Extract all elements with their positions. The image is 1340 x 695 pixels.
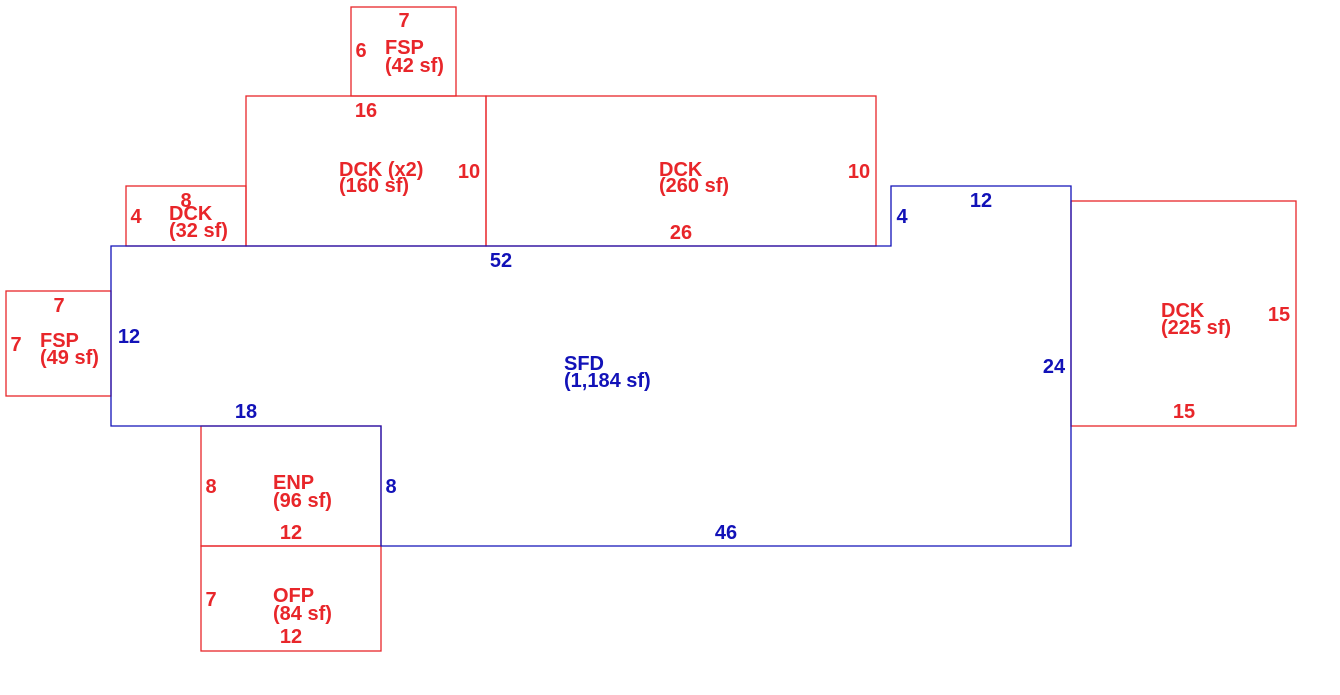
dck-260-area-label: (260 sf) bbox=[659, 175, 729, 197]
fsp-left-height: 7 bbox=[10, 334, 21, 356]
enp-area-label: (96 sf) bbox=[273, 490, 332, 512]
dck-x2-height: 10 bbox=[458, 161, 480, 183]
sfd-bottom-dim: 46 bbox=[715, 522, 737, 544]
fsp-top-height: 6 bbox=[355, 40, 366, 62]
dck-32-area: 8 4 DCK (32 sf) bbox=[125, 185, 247, 247]
dck-x2-width: 16 bbox=[355, 100, 377, 122]
ofp-area: 7 12 OFP (84 sf) bbox=[200, 545, 382, 652]
sfd-outline bbox=[110, 185, 1072, 547]
ofp-width: 12 bbox=[280, 626, 302, 648]
enp-width: 12 bbox=[280, 522, 302, 544]
sfd-notch-top-dim: 12 bbox=[970, 190, 992, 212]
sfd-area-label: (1,184 sf) bbox=[564, 370, 651, 392]
fsp-left-area: 7 7 FSP (49 sf) bbox=[5, 290, 112, 397]
ofp-height: 7 bbox=[205, 589, 216, 611]
fsp-left-code: FSP bbox=[40, 330, 79, 352]
sfd-step-side-dim: 8 bbox=[385, 476, 396, 498]
dck-225-area-label: (225 sf) bbox=[1161, 317, 1231, 339]
dck-225-area: 15 15 DCK (225 sf) bbox=[1070, 200, 1297, 427]
sfd-left-dim: 12 bbox=[118, 326, 140, 348]
sfd-code: SFD bbox=[564, 353, 604, 375]
sfd-top-dim: 52 bbox=[490, 250, 512, 272]
fsp-top-width: 7 bbox=[398, 10, 409, 32]
dck-260-area: 10 26 DCK (260 sf) bbox=[485, 95, 877, 247]
fsp-top-area: 7 6 FSP (42 sf) bbox=[350, 6, 457, 97]
ofp-outline bbox=[200, 545, 382, 652]
dck-225-width: 15 bbox=[1173, 401, 1195, 423]
dck-x2-area-label: (160 sf) bbox=[339, 175, 409, 197]
sfd-main-area: 52 12 18 8 46 24 4 12 SFD (1,184 sf) bbox=[110, 185, 1072, 547]
fsp-left-width: 7 bbox=[53, 295, 64, 317]
dck-260-width: 26 bbox=[670, 222, 692, 244]
dck-32-area-label: (32 sf) bbox=[169, 220, 228, 242]
dck-32-width: 8 bbox=[180, 190, 191, 212]
sfd-notch-side-dim: 4 bbox=[896, 206, 908, 228]
sfd-step-bottom-dim: 18 bbox=[235, 401, 257, 423]
dck-x2-code: DCK (x2) bbox=[339, 159, 423, 181]
dck-32-height: 4 bbox=[130, 206, 142, 228]
fsp-left-area-label: (49 sf) bbox=[40, 347, 99, 369]
dck-225-code: DCK bbox=[1161, 300, 1205, 322]
fsp-top-area-label: (42 sf) bbox=[385, 55, 444, 77]
dck-32-code: DCK bbox=[169, 203, 213, 225]
ofp-code: OFP bbox=[273, 585, 314, 607]
dck-260-code: DCK bbox=[659, 159, 703, 181]
dck-225-height: 15 bbox=[1268, 304, 1290, 326]
enp-code: ENP bbox=[273, 472, 314, 494]
dck-x2-area: 16 10 DCK (x2) (160 sf) bbox=[245, 95, 487, 247]
fsp-top-code: FSP bbox=[385, 37, 424, 59]
sfd-right-dim: 24 bbox=[1043, 356, 1066, 378]
dck-260-height: 10 bbox=[848, 161, 870, 183]
ofp-area-label: (84 sf) bbox=[273, 603, 332, 625]
enp-area: 8 12 ENP (96 sf) bbox=[200, 425, 382, 547]
enp-height: 8 bbox=[205, 476, 216, 498]
